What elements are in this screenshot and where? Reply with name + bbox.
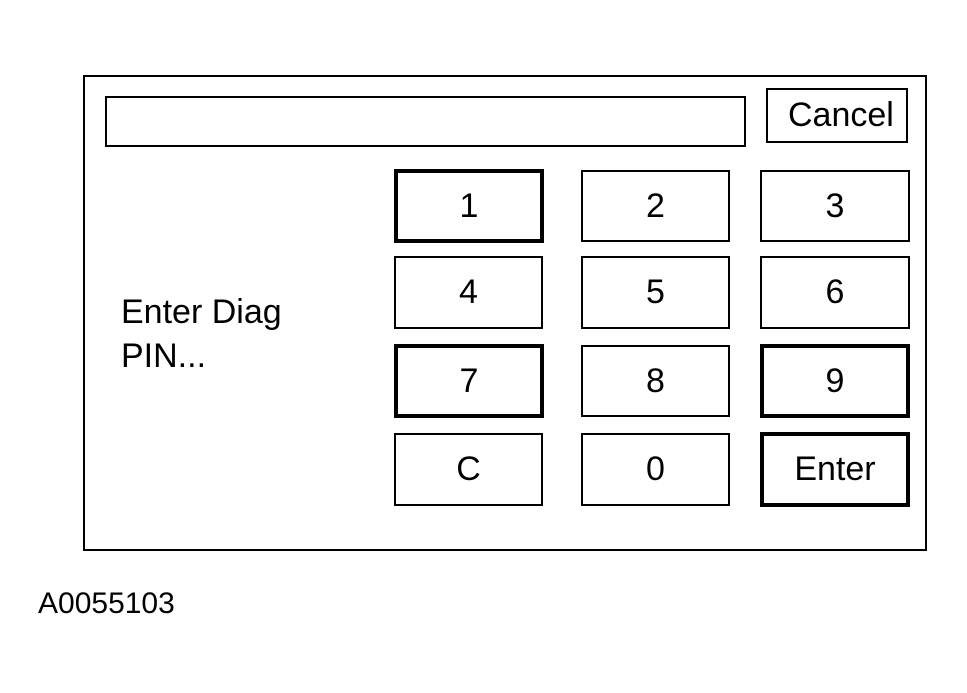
keypad-6-button[interactable]: 6 — [760, 256, 910, 329]
keypad-2-button[interactable]: 2 — [581, 170, 730, 242]
figure-id-caption: A0055103 — [38, 587, 175, 620]
pin-prompt-line-1: Enter Diag — [121, 293, 282, 331]
pin-prompt: Enter Diag PIN... — [121, 290, 282, 378]
keypad-0-button[interactable]: 0 — [581, 433, 730, 506]
pin-prompt-line-2: PIN... — [121, 337, 207, 375]
keypad-9-button[interactable]: 9 — [760, 344, 910, 418]
keypad-1-button[interactable]: 1 — [394, 169, 544, 243]
keypad-8-button[interactable]: 8 — [581, 345, 730, 417]
keypad-clear-button[interactable]: C — [394, 433, 543, 506]
keypad-5-button[interactable]: 5 — [581, 256, 730, 329]
keypad-enter-button[interactable]: Enter — [760, 432, 910, 507]
cancel-button[interactable]: Cancel — [766, 88, 908, 143]
keypad-7-button[interactable]: 7 — [394, 344, 544, 418]
keypad-4-button[interactable]: 4 — [394, 256, 543, 329]
pin-display-field[interactable] — [105, 96, 746, 147]
keypad-3-button[interactable]: 3 — [760, 170, 910, 242]
